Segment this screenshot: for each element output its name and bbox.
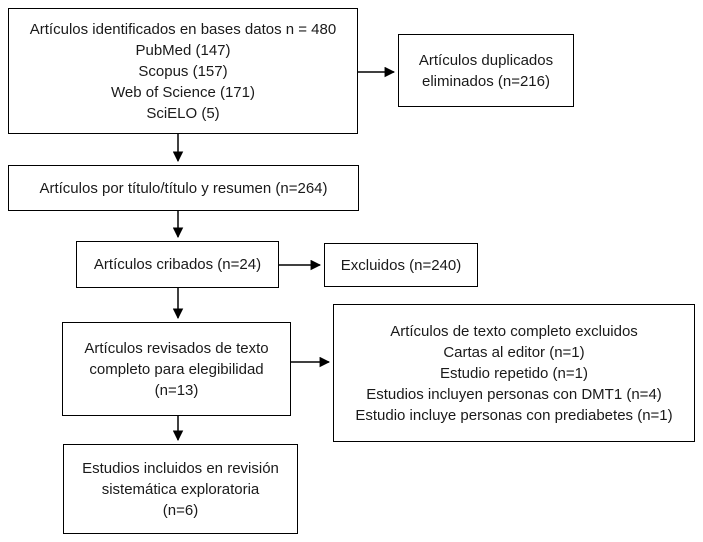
- reason-prediabetes: Estudio incluye personas con prediabetes…: [355, 406, 673, 424]
- box-duplicates-removed: Artículos duplicados eliminados (n=216): [398, 34, 574, 107]
- box-articles-identified-title: Artículos identificados en bases datos n…: [29, 20, 337, 38]
- source-scopus: Scopus (157): [138, 62, 228, 80]
- source-scielo: SciELO (5): [146, 104, 220, 122]
- box-excluded-label: Excluidos (n=240): [340, 256, 462, 274]
- box-fulltext-excluded-title: Artículos de texto completo excluidos: [390, 322, 638, 340]
- reason-repeated-study: Estudio repetido (n=1): [439, 364, 588, 382]
- box-fulltext-reviewed-count: (n=13): [154, 381, 199, 399]
- box-fulltext-reviewed: Artículos revisados de texto completo pa…: [62, 322, 291, 416]
- box-studies-included-count: (n=6): [162, 501, 199, 519]
- box-title-abstract-screen-label: Artículos por título/título y resumen (n…: [39, 179, 328, 197]
- box-duplicates-removed-line1: Artículos duplicados: [418, 51, 554, 69]
- box-fulltext-reviewed-line1: Artículos revisados de texto: [84, 339, 269, 357]
- box-articles-screened: Artículos cribados (n=24): [76, 241, 279, 288]
- box-studies-included-line2: sistemática exploratoria: [101, 480, 260, 498]
- box-studies-included-line1: Estudios incluidos en revisión: [82, 459, 279, 477]
- source-pubmed: PubMed (147): [135, 41, 231, 59]
- box-duplicates-removed-line2: eliminados (n=216): [422, 72, 550, 90]
- box-studies-included: Estudios incluidos en revisión sistemáti…: [63, 444, 298, 534]
- box-articles-screened-label: Artículos cribados (n=24): [93, 256, 262, 273]
- box-articles-identified: Artículos identificados en bases datos n…: [8, 8, 358, 134]
- reason-dmt1: Estudios incluyen personas con DMT1 (n=4…: [366, 385, 662, 403]
- box-excluded: Excluidos (n=240): [324, 243, 478, 287]
- reason-letters-to-editor: Cartas al editor (n=1): [443, 343, 585, 361]
- box-fulltext-excluded: Artículos de texto completo excluidos Ca…: [333, 304, 695, 442]
- box-title-abstract-screen: Artículos por título/título y resumen (n…: [8, 165, 359, 211]
- source-web-of-science: Web of Science (171): [111, 83, 255, 101]
- box-fulltext-reviewed-line2: completo para elegibilidad: [89, 360, 264, 378]
